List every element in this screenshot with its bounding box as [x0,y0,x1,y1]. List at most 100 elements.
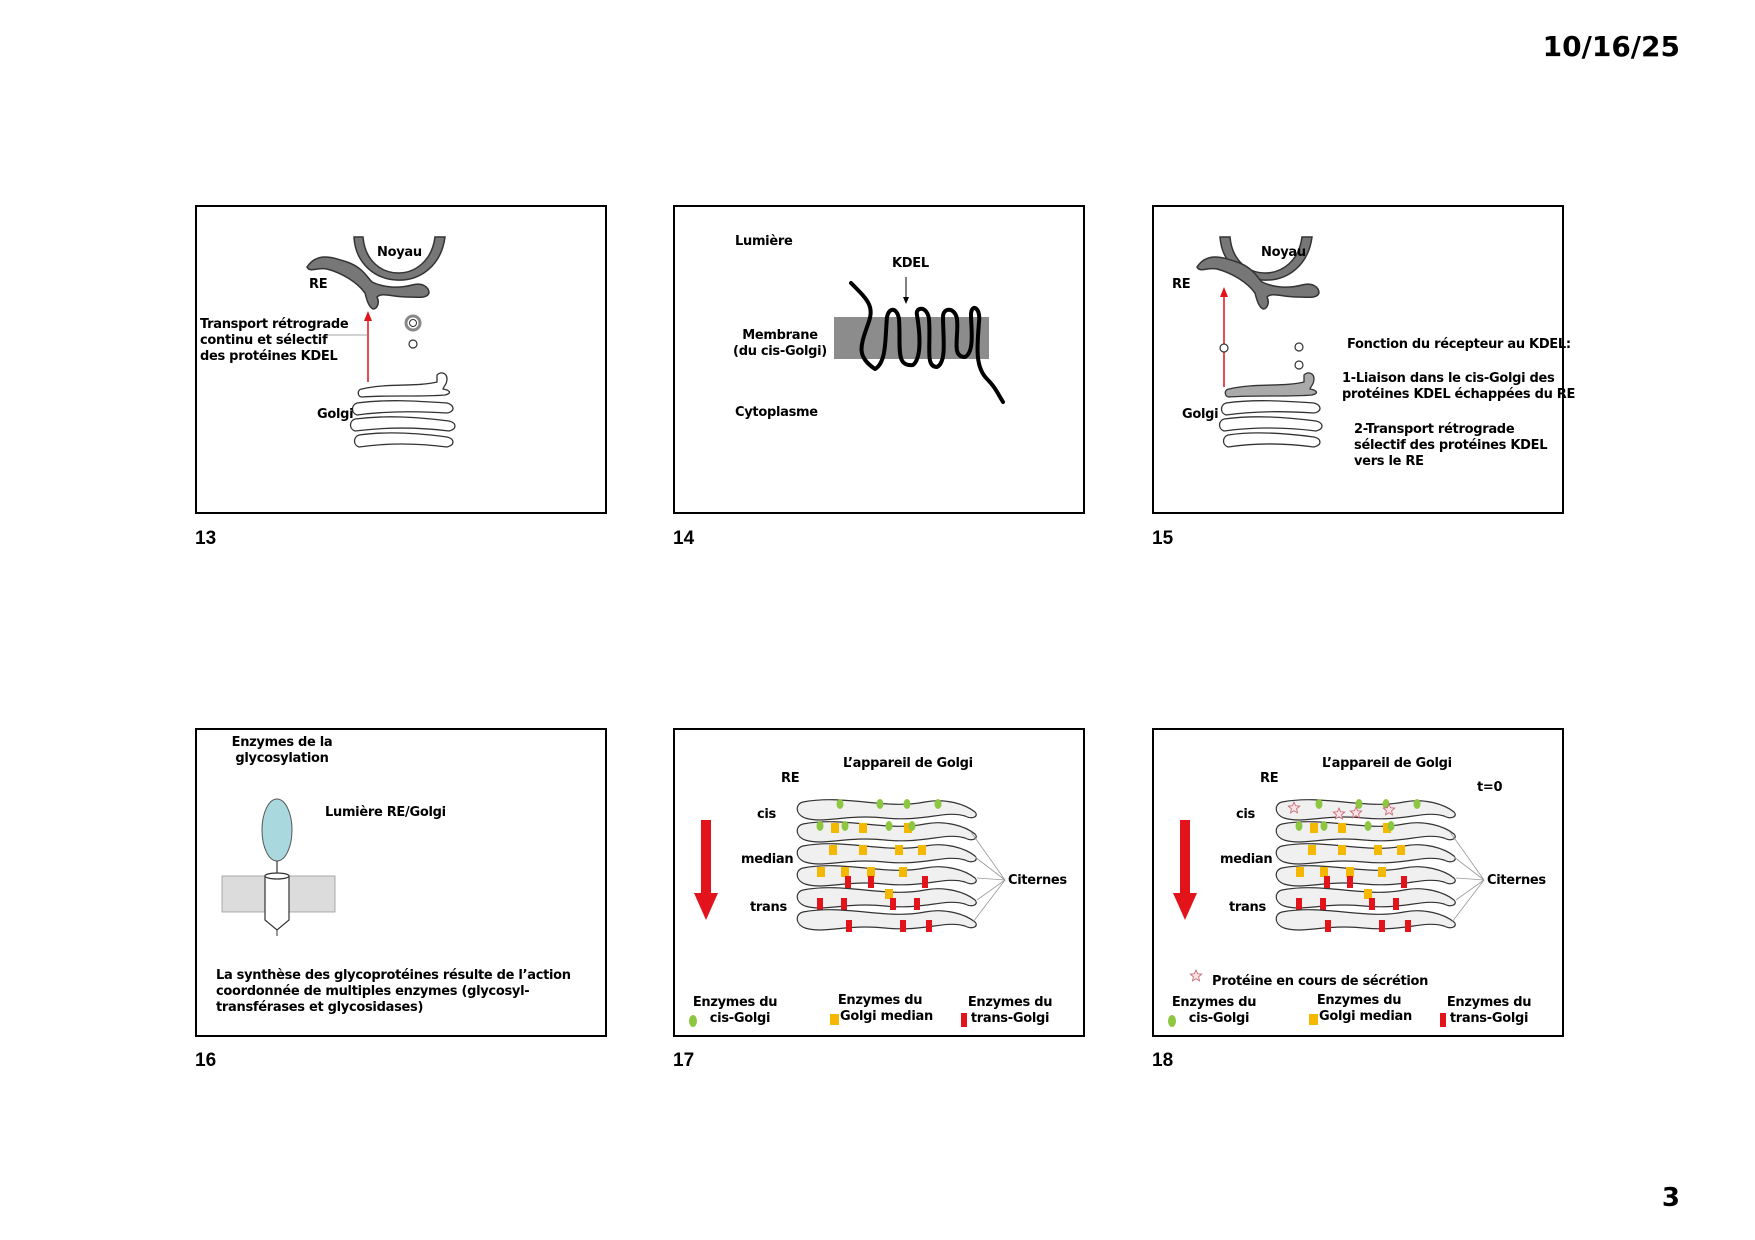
median-enzyme [1383,823,1391,833]
label-point2-2: sélectif des protéines KDEL [1354,438,1548,453]
slide-13-diagram [306,236,456,448]
cis-enzyme [836,799,844,809]
trans-enzyme [922,876,928,888]
slide-15-diagram [1196,236,1323,448]
label-fonction: Fonction du récepteur au KDEL: [1347,337,1571,352]
legend-cis-marker [689,1015,697,1027]
slide-16-diagram [221,798,336,936]
trans-enzyme [914,898,920,910]
trans-enzyme [1324,876,1330,888]
trans-enzyme [1296,898,1302,910]
label-kdel: KDEL [892,256,929,271]
secreted-protein-star [1287,800,1301,814]
cis-enzyme [841,821,849,831]
trans-enzyme [900,920,906,932]
slide-16: Enzymes de la glycosylation Lumière RE/G… [195,728,607,1037]
label-re: RE [309,277,328,292]
median-enzyme [1397,845,1405,855]
vesicle [1294,342,1304,352]
slide-number: 15 [1152,528,1174,549]
trans-enzyme [845,876,851,888]
label-point1-2: protéines KDEL échappées du RE [1342,387,1576,402]
label-golgi: Golgi [317,407,354,422]
vesicle [1294,360,1304,370]
trans-enzyme [846,920,852,932]
secreted-protein-star [1382,802,1396,816]
label-lumiere: Lumière RE/Golgi [325,805,446,820]
slide-14-diagram [834,277,1005,404]
cis-enzyme [1320,821,1328,831]
median-enzyme [1296,867,1304,877]
trans-enzyme [926,920,932,932]
median-enzyme [1338,845,1346,855]
slide-number: 17 [673,1050,695,1071]
label-re: RE [1260,771,1279,786]
re-shape [306,256,430,310]
trans-enzyme [1401,876,1407,888]
label-membrane-1: Membrane [742,328,818,343]
label-transport-2: continu et sélectif [200,333,328,348]
cis-enzyme [1315,799,1323,809]
slide-15: Noyau RE Golgi Fonction du récepteur au … [1152,205,1575,514]
legend-trans-marker [961,1013,967,1027]
legend-median-2: Golgi median [840,1009,933,1024]
enzyme-anchor [264,875,290,931]
cis-enzyme [1355,799,1363,809]
median-enzyme [829,845,837,855]
label-cytoplasme: Cytoplasme [735,405,818,420]
label-enzymes-1: Enzymes de la [231,735,333,750]
trans-enzyme [841,898,847,910]
slide-number: 14 [673,528,695,549]
label-citernes: Citernes [1008,873,1067,888]
legend-median-marker [830,1014,839,1025]
slide-17: L’appareil de Golgi RE cis median trans … [673,728,1085,1037]
cis-enzyme [1387,821,1395,831]
label-golgi: Golgi [1182,407,1219,422]
legend-cis-1: Enzymes du [1171,995,1257,1010]
golgi-title: L’appareil de Golgi [1322,756,1452,771]
median-enzyme [1378,867,1386,877]
label-t0: t=0 [1477,780,1503,795]
membrane-band [834,317,989,359]
cis-enzyme [934,799,942,809]
label-point1-1: 1-Liaison dans le cis-Golgi des [1342,371,1555,386]
header-date: 10/16/25 [1542,30,1680,63]
legend-trans-marker [1440,1013,1446,1027]
cis-enzyme [885,821,893,831]
legend-trans-2: trans-Golgi [970,1011,1050,1026]
median-enzyme [1346,867,1354,877]
trans-enzyme [1369,898,1375,910]
label-enzymes-2: glycosylation [235,751,329,766]
median-enzyme [859,823,867,833]
cis-enzyme [908,821,916,831]
legend-median-marker [1309,1014,1318,1025]
label-cis: cis [1236,807,1255,822]
label-noyau: Noyau [377,245,422,260]
secreted-protein-star [1189,968,1203,982]
golgi-title: L’appareil de Golgi [843,756,973,771]
enzyme-head [261,798,293,862]
median-enzyme [867,867,875,877]
label-synthese-1: La synthèse des glycoprotéines résulte d… [216,968,571,983]
legend-cis-marker [1168,1015,1176,1027]
legend-cis-1: Enzymes du [692,995,778,1010]
vesicle [408,339,418,349]
trans-enzyme [868,876,874,888]
label-membrane-2: (du cis-Golgi) [733,344,827,359]
label-median: median [741,852,794,867]
golgi-cisterna [796,843,977,865]
label-trans: trans [1229,900,1266,915]
red-down-arrow [694,893,718,920]
secreted-protein-star [1332,806,1346,820]
median-enzyme [1320,867,1328,877]
secreted-protein-star [1349,805,1363,819]
nucleus-shape [353,236,446,281]
trans-enzyme [1320,898,1326,910]
median-enzyme [904,823,912,833]
cis-enzyme [1413,799,1421,809]
label-proteine: Protéine en cours de sécrétion [1212,974,1429,989]
cis-enzyme [1295,821,1303,831]
legend-median-2: Golgi median [1319,1009,1412,1024]
golgi-cisterna [1275,843,1456,865]
golgi-cisterna [796,799,977,821]
